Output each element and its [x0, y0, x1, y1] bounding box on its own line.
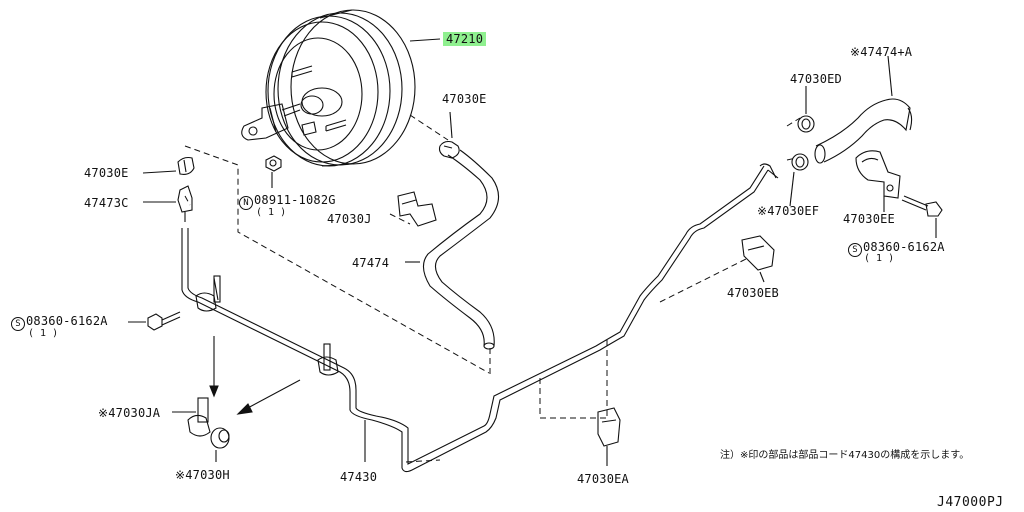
- arrow-down: [209, 336, 219, 398]
- callout-grommet-h: ※47030H: [175, 468, 230, 482]
- grommet-h[interactable]: [210, 427, 230, 449]
- brake-tube[interactable]: [181, 163, 779, 473]
- tube-bracket-1[interactable]: [195, 275, 221, 312]
- brake-booster[interactable]: [241, 9, 416, 167]
- bolt-left-prefix-icon: S: [11, 317, 25, 331]
- clip-ea[interactable]: [597, 407, 621, 466]
- callout-clamp-left: 47030E: [84, 166, 129, 180]
- clip-eb[interactable]: [741, 235, 775, 283]
- clamp-top[interactable]: [438, 140, 460, 159]
- callout-clip-ea: 47030EA: [577, 472, 629, 486]
- callout-clamp-ef: ※47030EF: [757, 204, 820, 218]
- bolt-left[interactable]: [147, 311, 181, 331]
- clamp-ef[interactable]: [791, 153, 809, 171]
- clamp-ed[interactable]: [797, 115, 815, 133]
- bracket-ee[interactable]: [855, 150, 901, 199]
- callout-clip-eb: 47030EB: [727, 286, 779, 300]
- vacuum-hose[interactable]: [422, 149, 500, 350]
- bolt-right-prefix-icon: S: [848, 243, 862, 257]
- connector-47473c[interactable]: [177, 185, 193, 222]
- callout-clamp-ed: 47030ED: [790, 72, 842, 86]
- callout-connector: 47473C: [84, 196, 129, 210]
- bolt-right[interactable]: [901, 195, 943, 217]
- callout-hose: 47474: [352, 256, 390, 270]
- callout-bracket-ee: 47030EE: [843, 212, 895, 226]
- nut-prefix-icon: N: [239, 196, 253, 210]
- callout-nut-qty: ( 1 ): [256, 207, 287, 218]
- hose-a[interactable]: [814, 98, 913, 164]
- callout-booster: 47210: [443, 32, 487, 46]
- callout-hose-a: ※47474+A: [850, 45, 913, 59]
- tube-bracket-2[interactable]: [317, 343, 339, 376]
- bracket-j[interactable]: [397, 191, 437, 227]
- callout-bolt-left-qty: ( 1 ): [28, 328, 59, 339]
- footnote: 注）※印の部品は部品コード47430の構成を示します。: [720, 450, 970, 461]
- bracket-ja[interactable]: [187, 397, 211, 437]
- callout-bracket-ja: ※47030JA: [98, 406, 161, 420]
- callout-tube: 47430: [340, 470, 378, 484]
- nut-part[interactable]: [265, 155, 282, 172]
- clamp-left[interactable]: [177, 156, 195, 175]
- callout-clamp-top: 47030E: [442, 92, 487, 106]
- callout-bolt-right-qty: ( 1 ): [864, 253, 895, 264]
- arrow-diagonal: [236, 379, 301, 415]
- callout-bracket-j: 47030J: [327, 212, 372, 226]
- diagram-code: J47000PJ: [937, 495, 1004, 510]
